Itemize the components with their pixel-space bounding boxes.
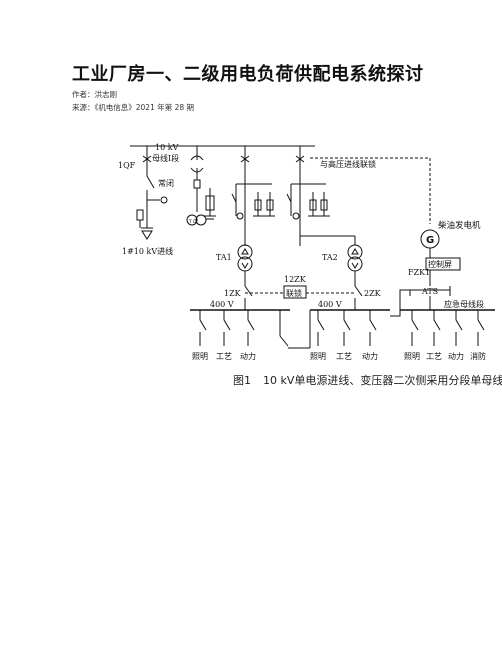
power-distribution-diagram: 10 kV 母线I段 1QF 常闭 1#10 kV进线 T D 与高压进线联锁 … [100, 136, 502, 370]
caption-number: 图1 [233, 374, 251, 387]
label-emergency-bus: 应急母线段 [444, 299, 484, 309]
feeders-emergency [411, 310, 485, 346]
label-control-panel: 控制屏 [428, 259, 452, 269]
pt-coil-left [186, 214, 198, 226]
single-line-schematic: 10 kV 母线I段 1QF 常闭 1#10 kV进线 T D 与高压进线联锁 … [118, 143, 495, 361]
feeder-label: 照明 [192, 352, 208, 361]
label-ta2: TA2 [322, 253, 338, 262]
feeder-label: 消防 [470, 351, 486, 361]
label-normally-closed: 常闭 [158, 179, 174, 188]
control-panel-box [425, 257, 461, 271]
label-10kv: 10 kV [155, 143, 179, 152]
label-1zk: 1ZK [224, 289, 242, 298]
feeder-label: 动力 [240, 351, 256, 361]
figure-caption: 图1 10 kV单电源进线、变压器二次侧采用分段单母线 [233, 372, 502, 388]
label-400v-left: 400 V [210, 300, 234, 309]
feeders-left [199, 310, 255, 346]
caption-text: 10 kV单电源进线、变压器二次侧采用分段单母线 [263, 374, 502, 387]
feeder-label: 照明 [310, 352, 326, 361]
feeder-label: 工艺 [336, 352, 352, 361]
feeder-label: 动力 [448, 351, 464, 361]
label-fzk1: FZK1 [408, 268, 430, 277]
article-title: 工业厂房一、二级用电负荷供配电系统探讨 [72, 64, 424, 85]
label-td: T D [188, 219, 197, 225]
label-hv-interlock: 与高压进线联锁 [320, 159, 376, 169]
label-ta1: TA1 [216, 253, 232, 262]
feeders-middle [317, 310, 377, 346]
label-interlock: 联锁 [286, 288, 302, 298]
label-12zk: 12ZK [284, 275, 307, 284]
label-diesel-generator: 柴油发电机 [438, 220, 481, 231]
incoming-arrow [141, 230, 153, 240]
label-incoming-line: 1#10 kV进线 [122, 246, 173, 256]
article-author: 作者：洪志刚 [72, 90, 117, 99]
feeder-label: 动力 [362, 351, 378, 361]
label-bus-section1: 母线I段 [152, 153, 179, 163]
label-generator-g: G [426, 235, 434, 246]
feeder-label: 工艺 [426, 352, 442, 361]
label-2zk: 2ZK [364, 289, 382, 298]
interlock-box [283, 285, 307, 299]
article-source: 来源：《机电信息》2021 年第 28 期 [72, 103, 195, 112]
hv-interlock-line [310, 157, 431, 224]
transformer-ta1-primary [237, 244, 253, 260]
label-400v-right: 400 V [318, 300, 342, 309]
feeder-label: 工艺 [216, 352, 232, 361]
pt-coil-right [195, 214, 207, 226]
label-ats: ATS [421, 287, 438, 296]
label-1qf: 1QF [118, 161, 136, 170]
feeder-label: 照明 [404, 352, 420, 361]
